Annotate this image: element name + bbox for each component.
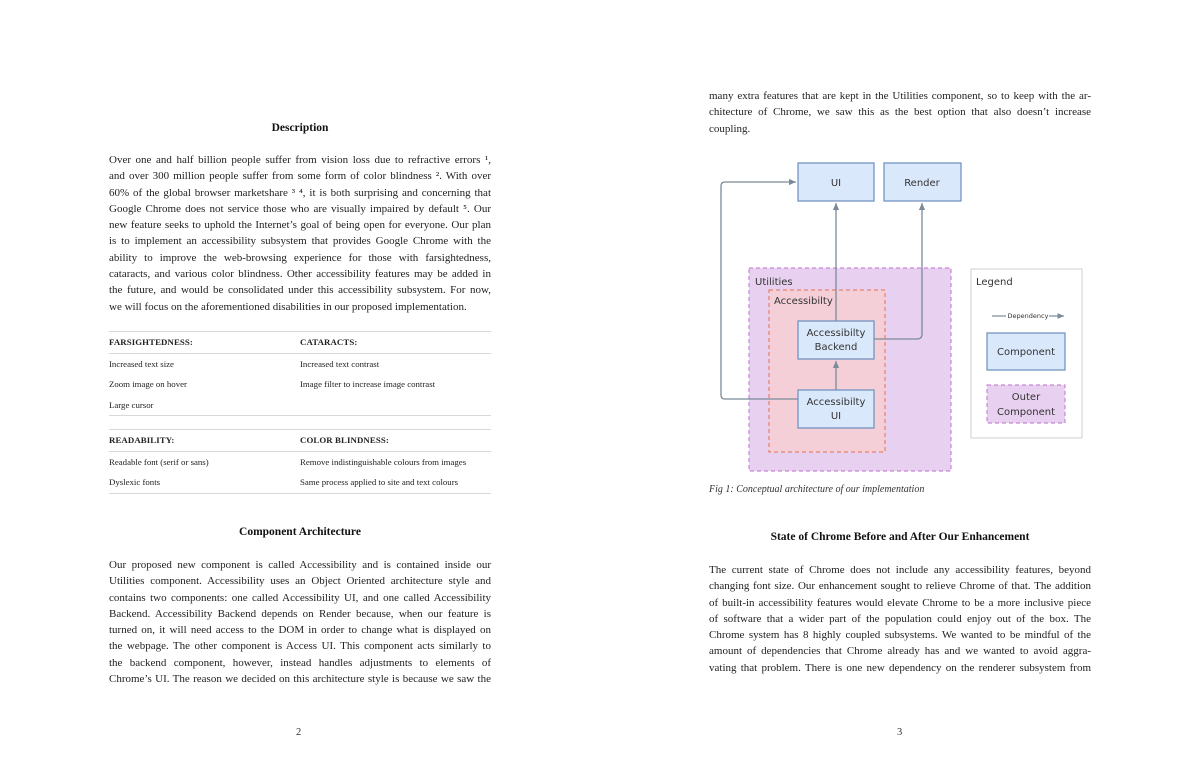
architecture-line: Our proposed new component is called Acc… — [109, 559, 491, 571]
page-number: 3 — [897, 727, 903, 738]
table-cell: Increased text contrast — [300, 358, 380, 369]
description-heading: Description — [271, 122, 329, 134]
legend-outer-label-line1: Outer — [1012, 392, 1041, 403]
state-line: of built-in accessibility features would… — [709, 596, 1091, 609]
backend-label-line1: Accessibilty — [807, 328, 866, 339]
farsightedness-header: FARSIGHTEDNESS: — [109, 331, 300, 354]
architecture-line: Backend. Accessibility Backend depends o… — [109, 607, 491, 620]
dependency-arrow-aui-to-ui — [720, 178, 798, 400]
description-line: ability to improve the web-browsing expe… — [109, 251, 491, 264]
table-cell: Dyslexic fonts — [109, 472, 300, 494]
left-page: Description Over one and half billion pe… — [109, 122, 491, 738]
architecture-line: the webpage. The other component is Acce… — [109, 640, 491, 653]
cataracts-header: CATARACTS: — [300, 331, 491, 354]
table-row: Large cursor — [109, 394, 491, 416]
description-line: cataracts, and various color blindness. … — [109, 268, 491, 281]
table-cell: Image filter to increase image contrast — [300, 379, 436, 390]
table-cell: Same process applied to site and text co… — [300, 472, 491, 494]
ui-label: UI — [831, 178, 841, 189]
aui-label-line2: UI — [831, 411, 841, 422]
description-line: Google Chrome does not service those who… — [109, 202, 491, 215]
ui-box — [797, 162, 875, 202]
state-line: vating that problem. There is one new de… — [709, 661, 1091, 674]
accessibility-ui-box — [797, 389, 875, 429]
description-line: we will focus on the aforementioned disa… — [109, 300, 467, 313]
dependency-arrow-backend-to-render — [874, 203, 926, 340]
figure-caption: Fig 1: Conceptual architecture of our im… — [709, 484, 925, 495]
color-blindness-header: COLOR BLINDNESS: — [300, 429, 491, 452]
description-line: 60% of the global browser marketshare ³ … — [109, 186, 491, 199]
state-heading: State of Chrome Before and After Our Enh… — [770, 531, 1030, 543]
accessibility-label: Accessibilty — [774, 296, 833, 307]
description-paragraph: Over one and half billion people suffer … — [109, 152, 491, 315]
readability-header: READABILITY: — [109, 429, 300, 452]
description-line: and over 300 million people suffer from … — [109, 170, 491, 183]
legend-dependency-label: Dependency — [1008, 312, 1049, 320]
table-row: Dyslexic fonts Same process applied to s… — [109, 472, 491, 494]
table-header-row: READABILITY: COLOR BLINDNESS: — [109, 429, 491, 452]
intro-line: many extra features that are kept in the… — [709, 90, 1091, 102]
table-cell: Readable font (serif or sans) — [109, 456, 209, 467]
description-line: is to implement an accessibility subsyst… — [109, 235, 491, 248]
table-cell: Remove indistinguishable colours from im… — [300, 456, 467, 467]
table-cell: Increased text size — [109, 358, 174, 369]
legend-outer-label-line2: Component — [997, 407, 1055, 418]
table-row: Increased text size Increased text contr… — [109, 353, 491, 374]
state-line: amount of dependencies that Chrome alrea… — [709, 645, 1091, 658]
table-cell: Large cursor — [109, 394, 300, 416]
legend-component-label: Component — [997, 347, 1055, 358]
features-table-2: READABILITY: COLOR BLINDNESS: Readable f… — [109, 429, 491, 494]
intro-line: coupling. — [709, 122, 751, 135]
table-header-row: FARSIGHTEDNESS: CATARACTS: — [109, 331, 491, 354]
description-line: new feature seeks to uphold the Internet… — [109, 219, 491, 232]
architecture-diagram: Utilities Accessibilty UI Render Accessi… — [720, 162, 1083, 472]
utilities-label: Utilities — [755, 277, 793, 288]
table-cell — [300, 394, 491, 416]
architecture-line: turned on, it will need access to the DO… — [109, 624, 491, 637]
features-table-1: FARSIGHTEDNESS: CATARACTS: Increased tex… — [109, 331, 491, 416]
architecture-line: Chrome’s UI. The reason we decided on th… — [109, 673, 491, 686]
intro-line: chitecture of Chrome, we saw this as the… — [709, 106, 1091, 119]
state-line: of software that a wider part of the pop… — [709, 612, 1091, 625]
legend-outer-box — [986, 384, 1066, 424]
accessibility-backend-box — [797, 320, 875, 360]
architecture-line: contains two components: one called Acce… — [109, 591, 491, 604]
backend-label-line2: Backend — [815, 342, 858, 353]
architecture-line: the backend component, however, instead … — [109, 656, 491, 669]
intro-paragraph: many extra features that are kept in the… — [709, 88, 1091, 137]
render-label: Render — [904, 178, 940, 189]
aui-label-line1: Accessibilty — [807, 397, 866, 408]
architecture-paragraph: Our proposed new component is called Acc… — [109, 557, 491, 687]
state-line: changing font size. Our enhancement soug… — [709, 580, 1091, 593]
page-number: 2 — [296, 727, 302, 738]
legend-component-box — [986, 332, 1066, 371]
table-row: Zoom image on hover Image filter to incr… — [109, 374, 491, 395]
architecture-heading: Component Architecture — [239, 526, 361, 538]
render-box — [883, 162, 962, 202]
description-line: the future, and would be consolidated un… — [109, 284, 491, 297]
table-row: Readable font (serif or sans) Remove ind… — [109, 451, 491, 472]
architecture-line: Utilities component. Accessibility uses … — [109, 575, 491, 588]
table-cell: Zoom image on hover — [109, 379, 187, 390]
legend-title: Legend — [976, 277, 1013, 288]
state-line: Chrome system has 8 highly coupled subsy… — [709, 629, 1091, 642]
description-line: Over one and half billion people suffer … — [109, 154, 491, 166]
state-paragraph: The current state of Chrome does not inc… — [709, 562, 1091, 676]
state-line: The current state of Chrome does not inc… — [709, 564, 1091, 576]
